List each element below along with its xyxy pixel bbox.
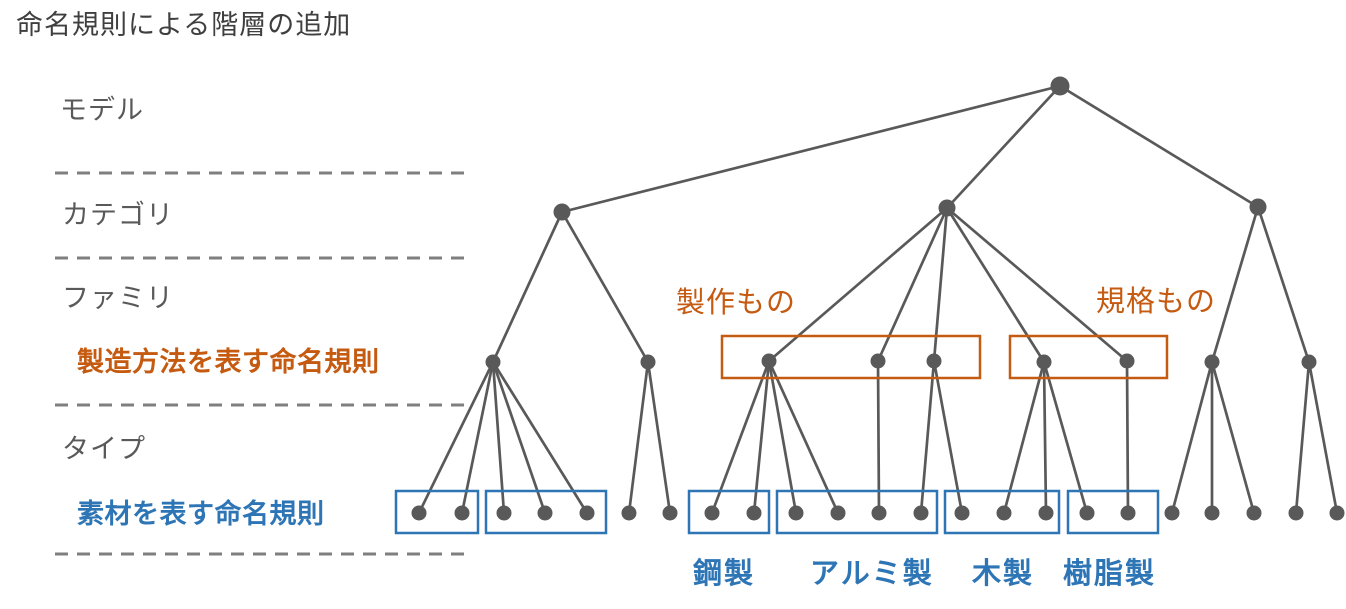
family-group-box: [1008, 334, 1169, 380]
tree-edge: [627, 361, 650, 514]
tree-node: [1288, 505, 1304, 521]
tree-edge: [945, 207, 1046, 363]
tree-edge: [876, 360, 881, 514]
tree-edge: [710, 360, 771, 514]
tree-node: [926, 353, 942, 369]
tree-node: [662, 505, 678, 521]
tree-node: [496, 505, 512, 521]
level-label-model: モデル: [60, 95, 144, 125]
tree-node: [938, 199, 956, 217]
tree-edge: [932, 360, 964, 514]
page-title: 命名規則による階層の追加: [16, 10, 352, 40]
type-group-box: [484, 489, 608, 535]
type-group-box: [687, 489, 771, 535]
tree-edge: [1210, 206, 1260, 363]
tree-edge: [767, 360, 840, 514]
level-label-type: タイプ: [62, 434, 146, 464]
tree-edge: [1125, 360, 1130, 514]
tree-node: [1204, 505, 1220, 521]
tree-node: [1120, 505, 1136, 521]
tree-node: [996, 505, 1012, 521]
tree-edge: [560, 211, 650, 363]
tree-node: [913, 505, 929, 521]
tree-node: [788, 505, 804, 521]
level-label-category: カテゴリ: [62, 200, 174, 230]
tree-node: [1038, 505, 1054, 521]
tree-edge: [417, 361, 495, 514]
tree-node: [485, 354, 501, 370]
tree-node: [640, 354, 656, 370]
tree-edge: [1002, 361, 1046, 514]
type-group-box: [775, 489, 939, 535]
tree-node: [954, 505, 970, 521]
tree-edge: [491, 361, 547, 514]
tree-node: [870, 353, 886, 369]
tree-node: [1079, 505, 1095, 521]
tree-node: [830, 505, 846, 521]
standard-item-tag: 規格もの: [1092, 270, 1220, 327]
tree-node: [411, 505, 427, 521]
tree-edge: [946, 85, 1061, 209]
tree-node: [1204, 354, 1220, 370]
tree-node: [1246, 505, 1262, 521]
tree-node: [537, 505, 553, 521]
tree-edge: [1170, 361, 1214, 514]
type-naming-rule-label: 素材を表す命名規則: [77, 499, 325, 529]
tree-edge: [561, 84, 1061, 214]
tree-edge: [646, 361, 672, 514]
tree-edge: [767, 360, 798, 514]
tree-node: [1301, 354, 1317, 370]
tree-node: [621, 505, 637, 521]
tree-node: [761, 353, 777, 369]
tree-node: [553, 203, 571, 221]
made-to-order-tag: 製作もの: [673, 272, 799, 328]
tree-node: [1249, 198, 1267, 216]
tree-node: [1119, 353, 1135, 369]
material-label-aluminum: アルミ製: [810, 558, 934, 590]
tree-node: [454, 505, 470, 521]
type-group-box: [943, 489, 1061, 535]
type-group-box: [1066, 489, 1160, 535]
tree-node: [1050, 76, 1070, 96]
tree-edge: [1210, 361, 1256, 514]
tree-node: [1164, 505, 1180, 521]
tree-edge: [919, 360, 936, 514]
tree-edge: [1042, 361, 1048, 514]
material-label-resin: 樹脂製: [1063, 558, 1157, 590]
tree-edge: [491, 361, 589, 514]
tree-node: [746, 505, 762, 521]
tree-edge: [1307, 361, 1339, 514]
material-label-wood: 木製: [972, 558, 1035, 590]
tree-edge: [460, 361, 495, 514]
tree-edge: [1256, 206, 1311, 363]
tree-node: [1036, 354, 1052, 370]
tree-edge: [1042, 361, 1089, 514]
tree-edge: [1294, 361, 1311, 514]
level-label-family: ファミリ: [62, 283, 174, 313]
tree-edge: [752, 360, 771, 514]
tree-node: [579, 505, 595, 521]
tree-node: [704, 505, 720, 521]
tree-node: [871, 505, 887, 521]
tree-node: [1329, 505, 1345, 521]
material-label-steel: 鋼製: [693, 558, 756, 590]
tree-edge: [491, 361, 506, 514]
tree-edge: [491, 211, 564, 363]
type-group-box: [394, 489, 480, 535]
family-group-box: [720, 334, 982, 380]
tree-edge: [1059, 84, 1259, 209]
family-naming-rule-label: 製造方法を表す命名規則: [77, 347, 380, 377]
